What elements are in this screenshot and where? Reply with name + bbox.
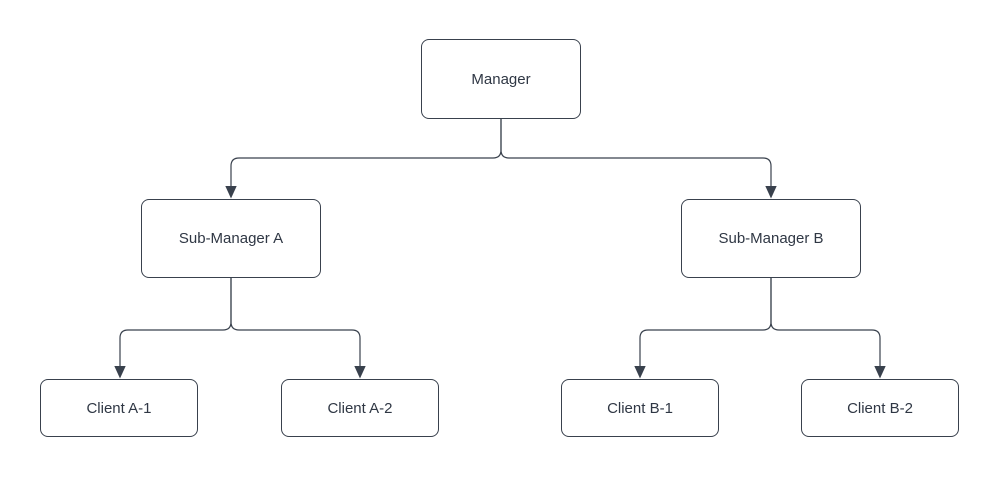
node-client-b1[interactable]: Client B-1 <box>561 379 719 437</box>
edge-sub-a-to-client-a1 <box>119 278 232 366</box>
node-client-b2-label: Client B-2 <box>847 399 913 417</box>
arrowhead-client-b2 <box>874 366 886 379</box>
node-sub-manager-a-label: Sub-Manager A <box>178 230 284 247</box>
edge-manager-to-sub-b <box>500 119 772 186</box>
node-manager-label: Manager <box>471 70 531 88</box>
arrowhead-client-b1 <box>634 366 646 379</box>
node-client-a1[interactable]: Client A-1 <box>40 379 198 437</box>
arrowhead-client-a1 <box>114 366 126 379</box>
node-client-a2[interactable]: Client A-2 <box>281 379 439 437</box>
node-manager[interactable]: Manager <box>421 39 581 119</box>
arrowhead-sub-b <box>765 186 777 199</box>
edge-sub-a-to-client-a2 <box>230 278 361 366</box>
node-sub-manager-a[interactable]: Sub-Manager A <box>141 199 321 278</box>
node-client-b2[interactable]: Client B-2 <box>801 379 959 437</box>
edge-sub-b-to-client-b2 <box>770 278 881 366</box>
node-client-a1-label: Client A-1 <box>86 399 152 417</box>
node-sub-manager-b-label: Sub-Manager B <box>718 230 824 247</box>
node-client-a2-label: Client A-2 <box>327 399 393 417</box>
edge-manager-to-sub-a <box>230 119 502 186</box>
edge-sub-b-to-client-b1 <box>639 278 772 366</box>
node-sub-manager-b[interactable]: Sub-Manager B <box>681 199 861 278</box>
node-client-b1-label: Client B-1 <box>607 399 673 417</box>
arrowhead-client-a2 <box>354 366 366 379</box>
arrowhead-sub-a <box>225 186 237 199</box>
